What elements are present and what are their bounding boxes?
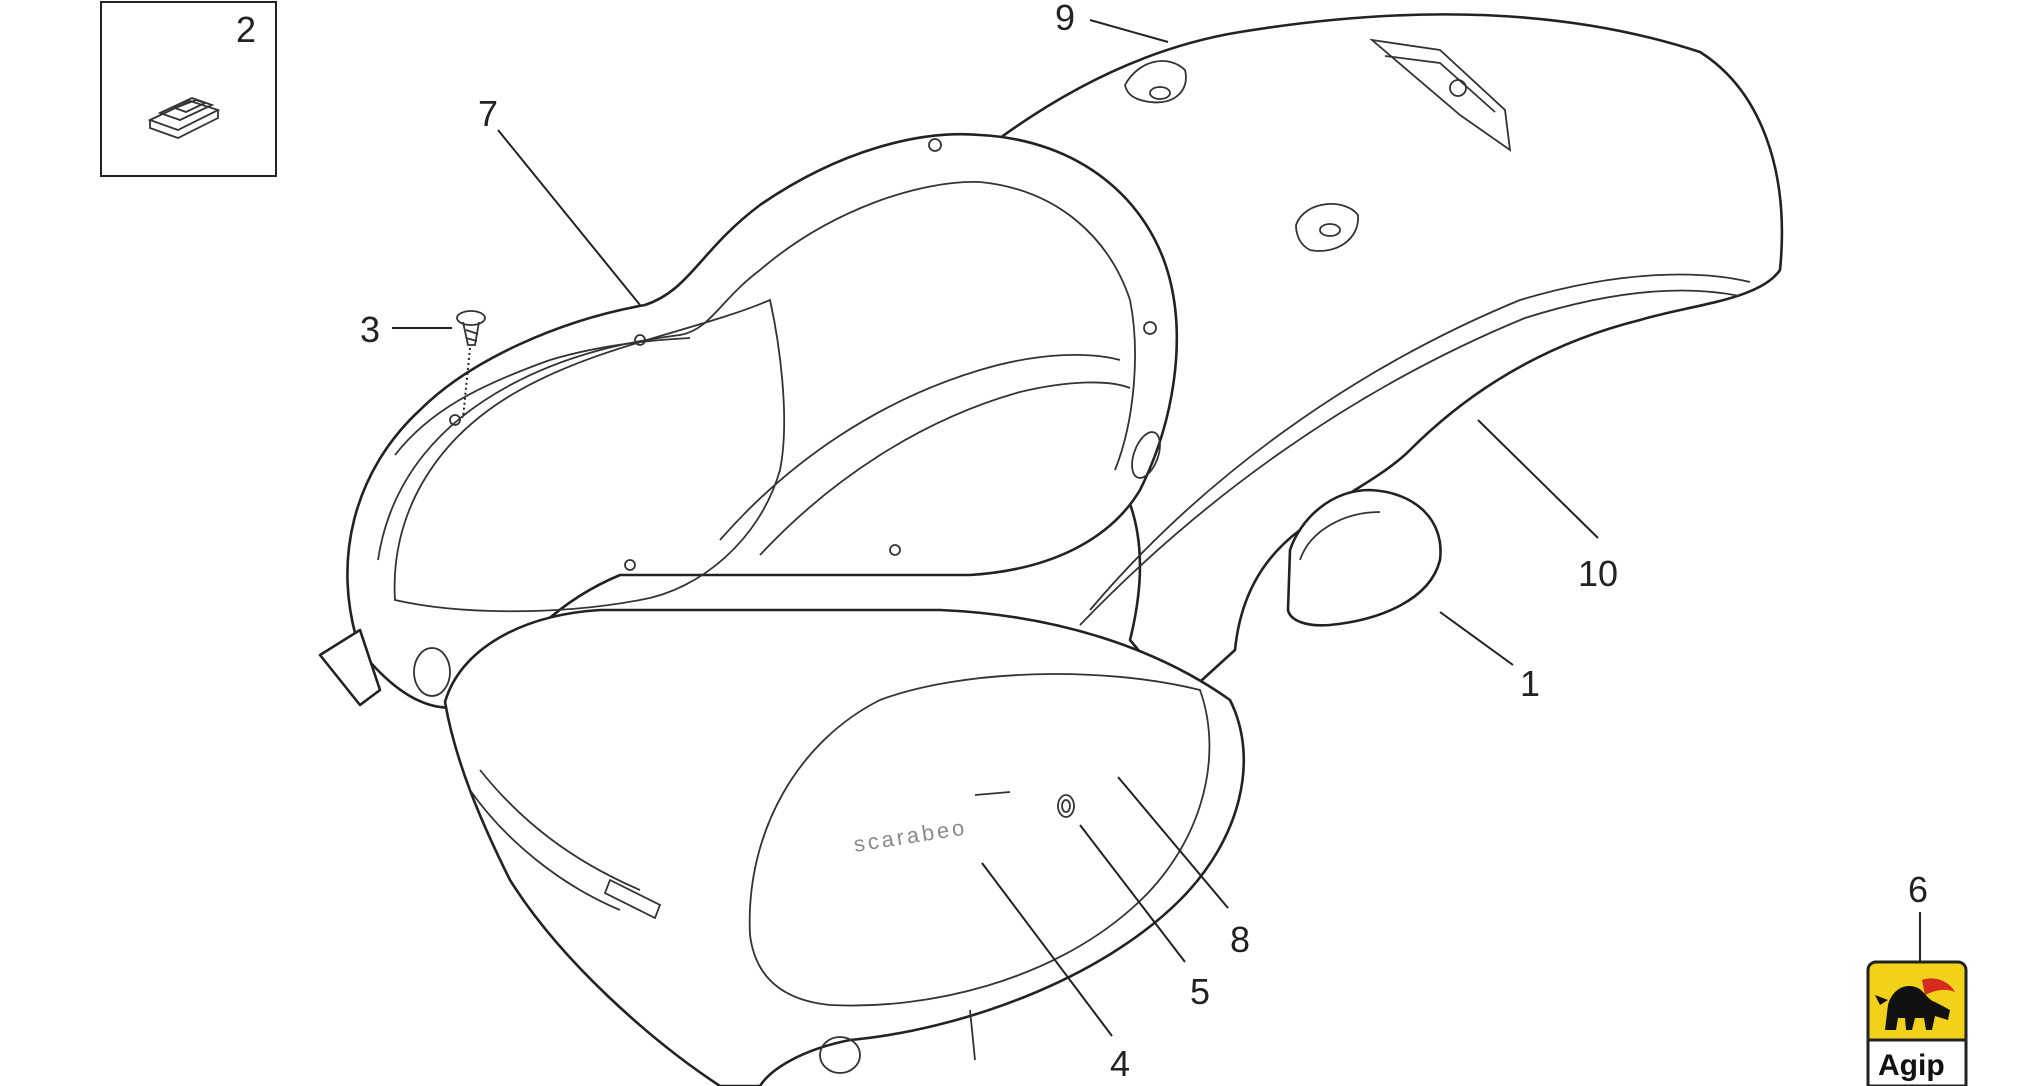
callout-9: 9 (1055, 0, 1075, 38)
grommet-part-5 (1057, 794, 1075, 818)
side-panel-part-8 (443, 608, 1246, 1086)
callout-5: 5 (1190, 971, 1210, 1012)
frame-cover-part-7 (318, 133, 1178, 709)
callout-4: 4 (1110, 1043, 1130, 1084)
inset-box-part-2: 2 (100, 1, 277, 177)
agip-logo-part-6: Agip (1866, 960, 1968, 1086)
callout-1: 1 (1520, 663, 1540, 704)
callout-2: 2 (236, 9, 256, 50)
callout-3: 3 (360, 309, 380, 350)
lower-housing-part-1 (1286, 488, 1442, 627)
callout-10: 10 (1578, 553, 1618, 594)
callout-8: 8 (1230, 919, 1250, 960)
callout-6: 6 (1908, 869, 1928, 910)
six-legged-dog-icon (1875, 978, 1955, 1030)
callout-7: 7 (478, 93, 498, 134)
clip-icon (147, 97, 221, 139)
agip-logo-text: Agip (1878, 1049, 1945, 1082)
leader-lines (392, 19, 1921, 1037)
screw-part-3 (456, 310, 486, 419)
rear-fender-part-10 (998, 13, 1784, 702)
callout-labels: 9 7 3 10 1 8 5 4 6 (360, 0, 1928, 1084)
